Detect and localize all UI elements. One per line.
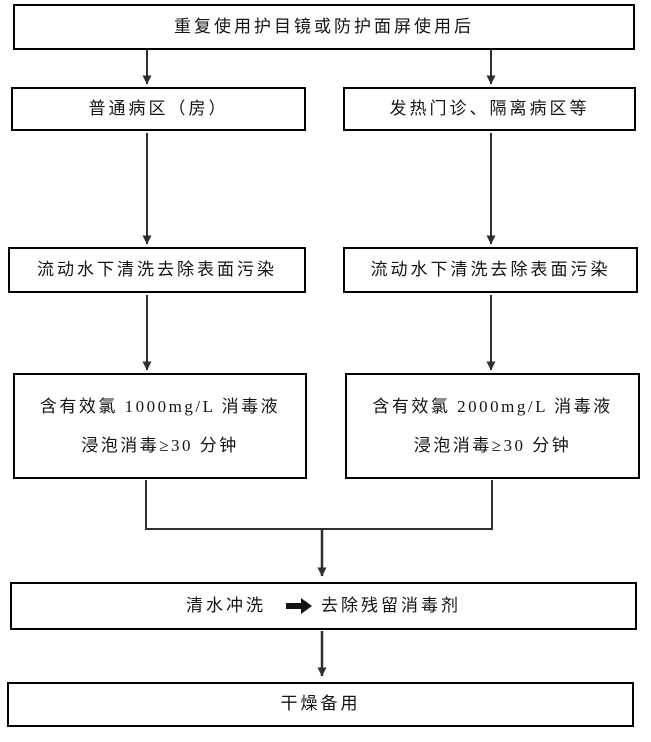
- node-dry-label: 干燥备用: [280, 694, 361, 714]
- node-soak-right: 含有效氯 2000mg/L 消毒液 浸泡消毒≥30 分钟: [345, 373, 640, 479]
- node-soak-right-line2: 浸泡消毒≥30 分钟: [413, 436, 572, 455]
- node-soak-right-line1: 含有效氯 2000mg/L 消毒液: [372, 397, 613, 416]
- node-start-label: 重复使用护目镜或防护面屏使用后: [174, 16, 474, 36]
- node-start: 重复使用护目镜或防护面屏使用后: [13, 4, 635, 50]
- merge-connector: [145, 480, 493, 530]
- node-soak-left: 含有效氯 1000mg/L 消毒液 浸泡消毒≥30 分钟: [13, 373, 307, 479]
- node-wash-right: 流动水下清洗去除表面污染: [343, 247, 638, 293]
- node-soak-left-line2: 浸泡消毒≥30 分钟: [81, 436, 239, 455]
- bold-right-arrow-icon: [286, 598, 312, 614]
- node-final-rinse-left-label: 清水冲洗: [186, 595, 266, 615]
- node-ward-general: 普通病区（房）: [11, 87, 306, 131]
- node-ward-fever: 发热门诊、隔离病区等: [343, 87, 636, 131]
- node-final-rinse-right-label: 去除残留消毒剂: [321, 595, 461, 615]
- node-dry: 干燥备用: [7, 682, 634, 727]
- node-final-rinse: 清水冲洗 去除残留消毒剂: [10, 582, 637, 630]
- node-wash-left: 流动水下清洗去除表面污染: [8, 247, 306, 293]
- node-ward-general-label: 普通病区（房）: [88, 98, 229, 118]
- node-wash-right-label: 流动水下清洗去除表面污染: [370, 259, 611, 279]
- node-ward-fever-label: 发热门诊、隔离病区等: [389, 98, 590, 118]
- node-wash-left-label: 流动水下清洗去除表面污染: [37, 259, 277, 279]
- node-soak-left-line1: 含有效氯 1000mg/L 消毒液: [39, 397, 281, 416]
